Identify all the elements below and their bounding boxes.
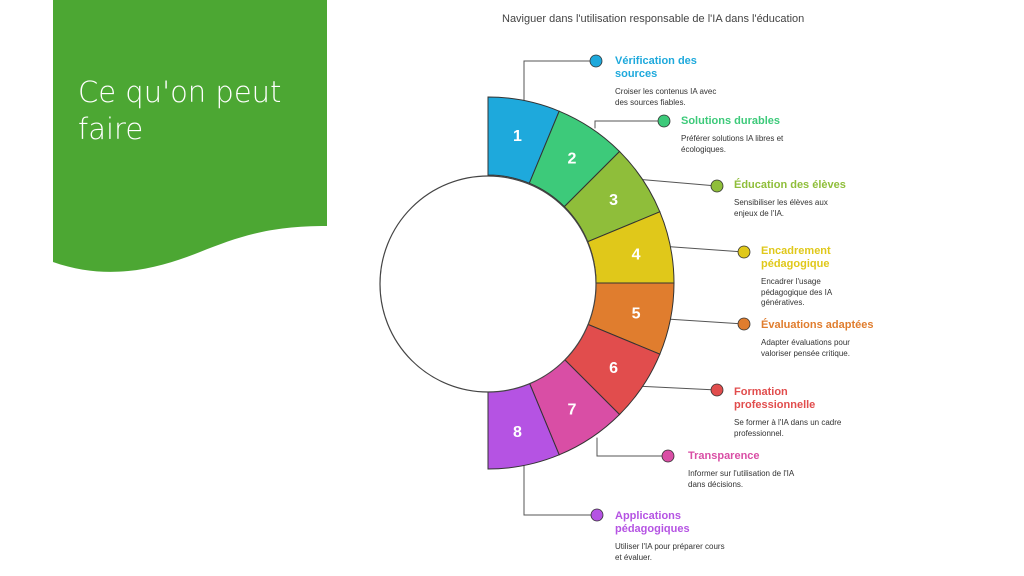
segment-number-1: 1	[513, 128, 522, 145]
diagram-title: Naviguer dans l'utilisation responsable …	[502, 13, 805, 25]
segment-number-5: 5	[632, 305, 641, 322]
item-description: Se former à l'IA dans un cadre professio…	[734, 418, 842, 438]
item-title: Applications pédagogiques	[615, 510, 690, 535]
connector-line-2	[594, 120, 664, 129]
item-title: Éducation des élèves	[734, 179, 846, 191]
marker-dot-1	[589, 54, 603, 68]
slide-title: Ce qu'on peut faire	[78, 75, 282, 146]
center-circle	[379, 175, 597, 393]
segment-number-7: 7	[567, 402, 576, 419]
segment-number-4: 4	[632, 247, 641, 264]
marker-dot-3	[710, 179, 724, 193]
marker-dot-4	[737, 245, 751, 259]
item-title: Solutions durables	[681, 115, 781, 127]
item-title: Vérification des sources	[615, 55, 697, 80]
connector-line-4	[670, 246, 745, 253]
item-title: Transparence	[688, 450, 760, 462]
item-description: Sensibiliser les élèves aux enjeux de l'…	[734, 198, 828, 218]
item-description: Encadrer l'usage pédagogique des IA géné…	[761, 277, 832, 307]
item-description: Utiliser l'IA pour préparer cours et éva…	[615, 542, 725, 562]
connector-line-6	[642, 385, 718, 391]
connector-line-1	[523, 60, 596, 101]
connector-line-3	[642, 179, 718, 187]
marker-dot-8	[590, 508, 604, 522]
marker-dot-6	[710, 383, 724, 397]
segment-number-2: 2	[567, 150, 576, 167]
item-description: Adapter évaluations pour valoriser pensé…	[761, 338, 850, 358]
segment-number-6: 6	[609, 360, 618, 377]
marker-dot-2	[657, 114, 671, 128]
item-description: Croiser les contenus IA avec des sources…	[615, 87, 717, 107]
segment-number-3: 3	[609, 192, 618, 209]
marker-dot-5	[737, 317, 751, 331]
connector-line-8	[523, 465, 597, 516]
title-panel-shape	[53, 0, 327, 272]
connector-line-5	[670, 318, 745, 325]
marker-dot-7	[661, 449, 675, 463]
connector-line-7	[596, 437, 668, 457]
item-title: Évaluations adaptées	[761, 319, 874, 331]
segment-number-8: 8	[513, 424, 522, 441]
item-title: Encadrement pédagogique	[761, 245, 831, 270]
item-title: Formation professionnelle	[734, 386, 816, 411]
diagram-item-6: Formation professionnelle Se former à l'I…	[734, 386, 841, 439]
item-description: Préférer solutions IA libres et écologiq…	[681, 134, 784, 154]
title-panel	[53, 0, 327, 272]
item-description: Informer sur l'utilisation de l'IA dans …	[688, 469, 794, 489]
